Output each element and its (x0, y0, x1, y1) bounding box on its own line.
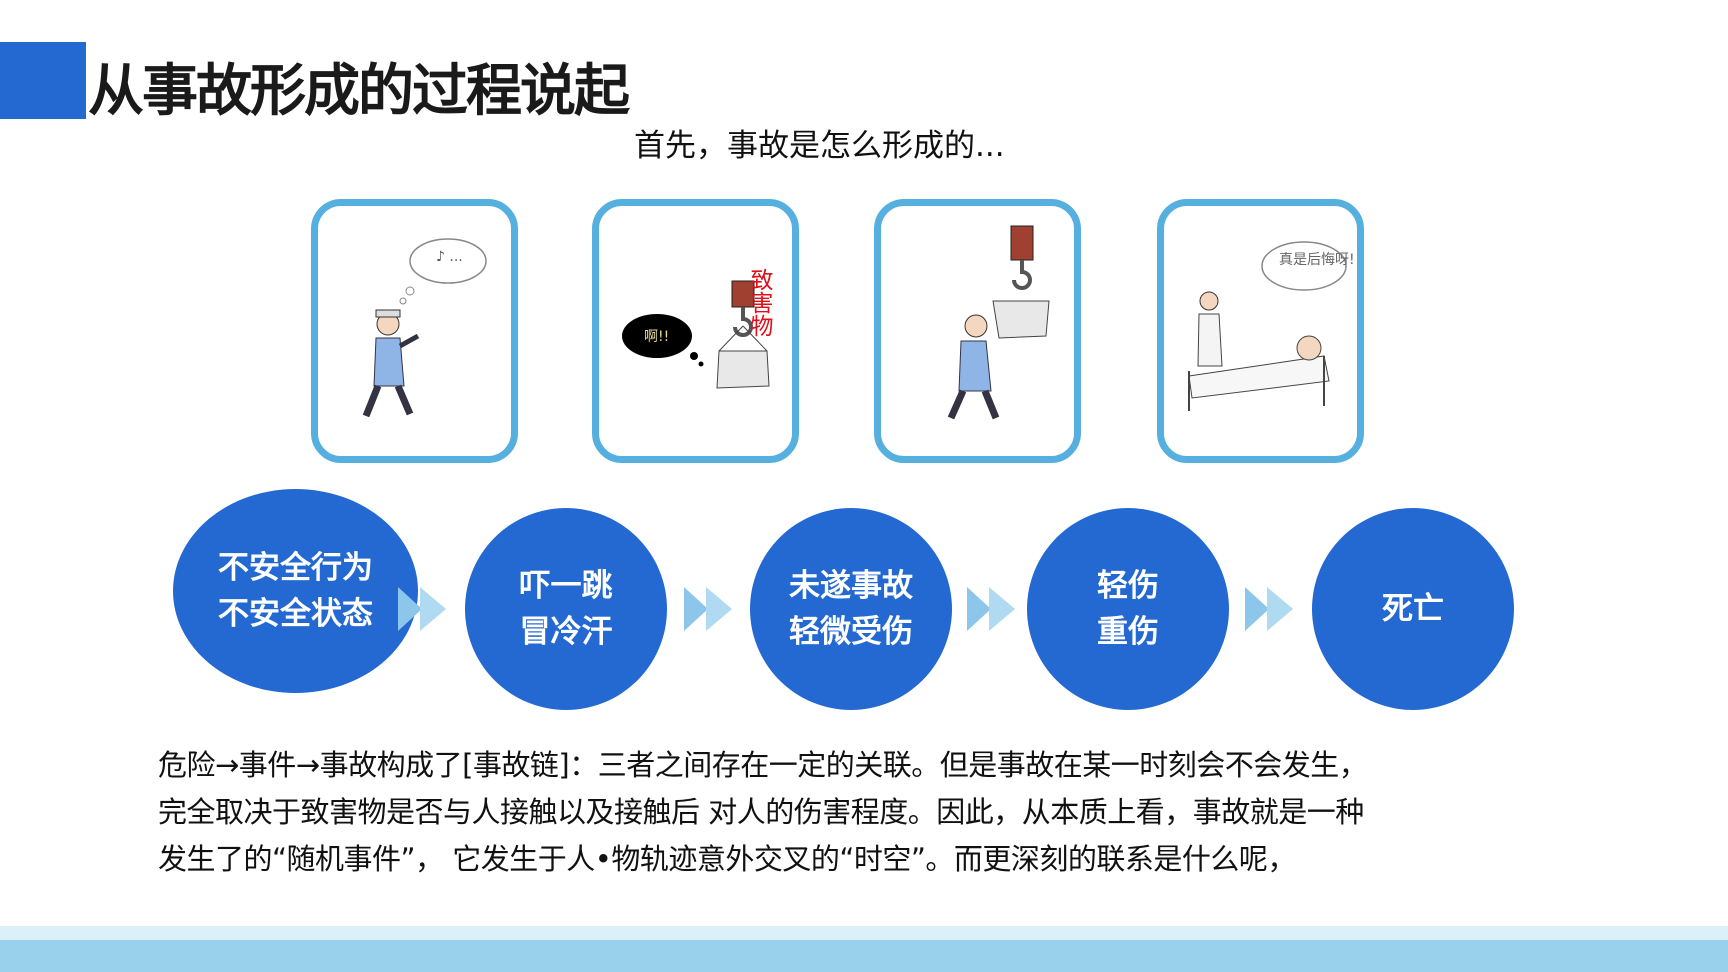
exclamation-text: 啊!! (644, 329, 669, 345)
body-text-line: 危险→事件→事故构成了[事故链]：三者之间存在一定的关联。但是事故在某一时刻会不… (158, 748, 1368, 782)
title-accent-block (0, 42, 86, 119)
worker-hit-illustration (947, 225, 1050, 420)
chain-step-line: 轻伤 (1097, 568, 1159, 604)
illustration-card-injury: 真是后悔呀! (1157, 199, 1364, 463)
hazard-label: 致害物 (746, 268, 774, 337)
thought-bubble-text: 真是后悔呀! (1279, 252, 1355, 268)
double-chevron-arrow-icon (1245, 587, 1293, 631)
body-text-line: 发生了的“随机事件”， 它发生于人•物轨迹意外交叉的“时空”。而更深刻的联系是什… (158, 842, 1296, 876)
thought-bubble-text: ♪ ... (436, 249, 463, 265)
subtitle: 首先，事故是怎么形成的... (634, 128, 1005, 164)
chain-step-line: 不安全状态 (218, 596, 373, 632)
body-text-line: 完全取决于致害物是否与人接触以及接触后 对人的伤害程度。因此，从本质上看，事故就… (158, 795, 1364, 829)
chain-step-minor-accident: 未遂事故轻微受伤 (750, 508, 952, 710)
chain-step-line: 不安全行为 (218, 550, 373, 586)
chain-step-line: 吓一跳 (519, 568, 613, 604)
double-chevron-arrow-icon (684, 587, 732, 631)
page-title: 从事故形成的过程说起 (88, 59, 630, 124)
chain-step-line: 轻微受伤 (789, 614, 913, 650)
chain-step-line: 死亡 (1382, 591, 1444, 627)
chain-step-line: 冒冷汗 (519, 614, 613, 650)
chain-step-injury: 轻伤重伤 (1027, 508, 1229, 710)
footer-band (0, 940, 1728, 972)
worker-smoking-illustration: ♪ ... (362, 238, 487, 418)
hanging-load-illustration: 啊!! 致害物 (622, 268, 774, 389)
chain-step-unsafe-act: 不安全行为不安全状态 (173, 489, 418, 693)
double-chevron-arrow-icon (398, 587, 446, 631)
chain-step-line: 未遂事故 (789, 568, 913, 604)
illustration-card-near-miss: 啊!! 致害物 (592, 199, 799, 463)
illustration-card-accident (874, 199, 1081, 463)
chain-step-line: 重伤 (1097, 614, 1159, 650)
chain-step-death: 死亡 (1312, 508, 1514, 710)
footer-band-light (0, 926, 1728, 940)
chain-step-near-miss: 吓一跳冒冷汗 (465, 508, 667, 710)
illustration-card-unsafe-act: ♪ ... (311, 199, 518, 463)
double-chevron-arrow-icon (967, 587, 1015, 631)
hospital-bed-illustration: 真是后悔呀! (1188, 241, 1355, 411)
